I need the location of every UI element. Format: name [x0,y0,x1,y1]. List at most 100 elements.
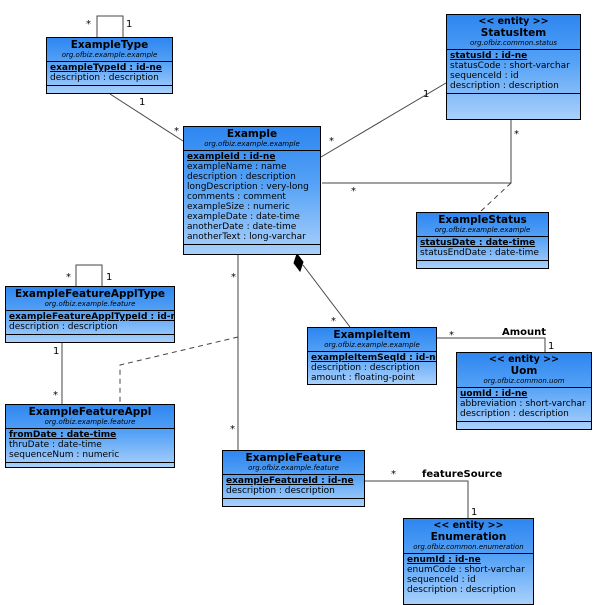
entity-package: org.ofbiz.example.feature [248,464,339,472]
mult-exampletype-one: 1 [139,97,146,108]
entity-example-feature-appl[interactable]: ExampleFeatureAppl org.ofbiz.example.fea… [5,404,175,468]
attribute: description : description [187,172,296,182]
pk-attribute: uomId : id-ne [460,389,528,399]
mult-featureappl-many: * [53,390,58,401]
entity-package: org.ofbiz.example.feature [44,418,136,426]
entity-header: ExampleStatus org.ofbiz.example.example [417,213,548,237]
pk-attribute: statusDate : date-time [420,238,536,248]
pk-attribute: exampleFeatureId : id-ne [226,476,354,486]
mult-statusitem-one: 1 [423,89,430,100]
attribute-section: fromDate : date-time thruDate : date-tim… [6,429,174,463]
connector-item-uom [437,337,546,352]
attribute: comments : comment [187,192,286,202]
entity-enumeration[interactable]: << entity >> Enumeration org.ofbiz.commo… [403,518,534,605]
attribute: description : description [50,73,159,83]
attribute: anotherText : long-varchar [187,232,306,242]
entity-package: org.ofbiz.common.uom [483,377,565,385]
entity-name: ExampleFeatureAppl [28,406,152,418]
attribute-section: enumId : id-ne enumCode : short-varchar … [404,554,533,597]
entity-name: ExampleFeature [245,452,342,464]
entity-package: org.ofbiz.example.example [204,140,300,148]
entity-status-item[interactable]: << entity >> StatusItem org.ofbiz.common… [446,14,581,120]
mult-example-featureappl-many: * [231,272,236,283]
attribute: description : description [226,486,335,496]
attribute: exampleName : name [187,162,287,172]
mult-example-examplestatus-many: * [351,186,356,197]
entity-example[interactable]: Example org.ofbiz.example.example exampl… [183,126,321,255]
attribute: description : description [311,363,420,373]
entity-name: Example [226,128,278,140]
mult-featureappltype-one: 1 [53,346,60,357]
attribute: thruDate : date-time [9,440,102,450]
mult-statusitem-examplestatus-many: * [514,129,519,140]
entity-name: ExampleItem [333,329,411,341]
entity-package: org.ofbiz.common.enumeration [413,543,524,551]
entity-example-status[interactable]: ExampleStatus org.ofbiz.example.example … [416,212,549,269]
entity-uom[interactable]: << entity >> Uom org.ofbiz.common.uom uo… [456,352,592,430]
entity-example-item[interactable]: ExampleItem org.ofbiz.example.example ex… [307,327,437,385]
entity-package: org.ofbiz.example.example [434,226,531,234]
mult-example-feature-many: * [230,424,235,435]
entity-stereotype: << entity >> [488,354,560,365]
attribute-section: exampleFeatureApplTypeId : id-ne descrip… [6,311,174,335]
attribute-section: exampleFeatureId : id-ne description : d… [223,475,364,499]
entity-example-type[interactable]: ExampleType org.ofbiz.example.example ex… [46,37,173,94]
entity-header: << entity >> Enumeration org.ofbiz.commo… [404,519,533,554]
attribute: statusEndDate : date-time [420,248,539,258]
entity-example-feature[interactable]: ExampleFeature org.ofbiz.example.feature… [222,450,365,507]
role-feature-source: featureSource [422,469,503,480]
entity-header: ExampleFeature org.ofbiz.example.feature [223,451,364,475]
entity-header: << entity >> Uom org.ofbiz.common.uom [457,353,591,388]
pk-section: exampleTypeId : id-ne description : desc… [47,62,172,86]
attribute: description : description [460,409,569,419]
entity-package: org.ofbiz.example.example [61,51,158,59]
mult-enum-one: 1 [471,507,478,518]
composition-diamond [293,252,304,273]
attribute: description : description [450,81,559,91]
mult-feature-enum-many: * [391,469,396,480]
entity-name: Uom [510,365,538,377]
mult-item-uom-many: * [449,330,454,341]
connector-exampletype-example [109,93,184,142]
mult-example-item-one: 1 [296,259,303,270]
attribute: description : description [407,585,516,595]
connector-exampletype-self [96,15,124,37]
entity-header: ExampleItem org.ofbiz.example.example [308,328,436,352]
mult-example-status-many: * [329,136,334,147]
attribute: statusCode : short-varchar [450,61,570,71]
entity-header: Example org.ofbiz.example.example [184,127,320,151]
entity-name: ExampleStatus [438,214,527,226]
entity-name: ExampleType [70,39,149,51]
connector-example-item [302,264,351,328]
pk-attribute: exampleFeatureApplTypeId : id-ne [9,312,175,322]
entity-header: ExampleFeatureApplType org.ofbiz.example… [6,287,174,311]
connector-statusitem-example [320,82,447,158]
attribute-section: statusDate : date-time statusEndDate : d… [417,237,548,261]
entity-stereotype: << entity >> [433,520,504,531]
attribute: description : description [9,322,118,332]
connector-examplestatus-dashed [479,182,512,213]
connector-statusitem-examplestatus [322,120,512,184]
entity-header: ExampleType org.ofbiz.example.example [47,38,172,62]
mult-featureappltype-self-one: 1 [106,272,113,283]
attribute: anotherDate : date-time [187,222,297,232]
attribute-section: exampleItemSeqId : id-ne description : d… [308,352,436,384]
attribute: sequenceId : id [407,575,476,585]
mult-item-many: * [331,316,336,327]
attribute: longDescription : very-long [187,182,309,192]
mult-featureappltype-self-many: * [66,272,71,283]
attribute: sequenceNum : numeric [9,450,120,460]
entity-package: org.ofbiz.example.feature [44,300,136,308]
attribute-section: exampleId : id-ne exampleName : name des… [184,151,320,245]
mult-example-type-many: * [174,126,179,137]
mult-uom-one: 1 [548,341,555,352]
entity-name: Enumeration [430,531,507,543]
pk-attribute: exampleTypeId : id-ne [50,63,162,73]
pk-attribute: enumId : id-ne [407,555,481,565]
connector-feature-enumeration [365,480,469,518]
pk-attribute: statusId : id-ne [450,51,528,61]
entity-example-feature-appl-type[interactable]: ExampleFeatureApplType org.ofbiz.example… [5,286,175,343]
attribute: enumCode : short-varchar [407,565,525,575]
connector-featureappltype-self [75,264,103,286]
attribute: sequenceId : id [450,71,519,81]
